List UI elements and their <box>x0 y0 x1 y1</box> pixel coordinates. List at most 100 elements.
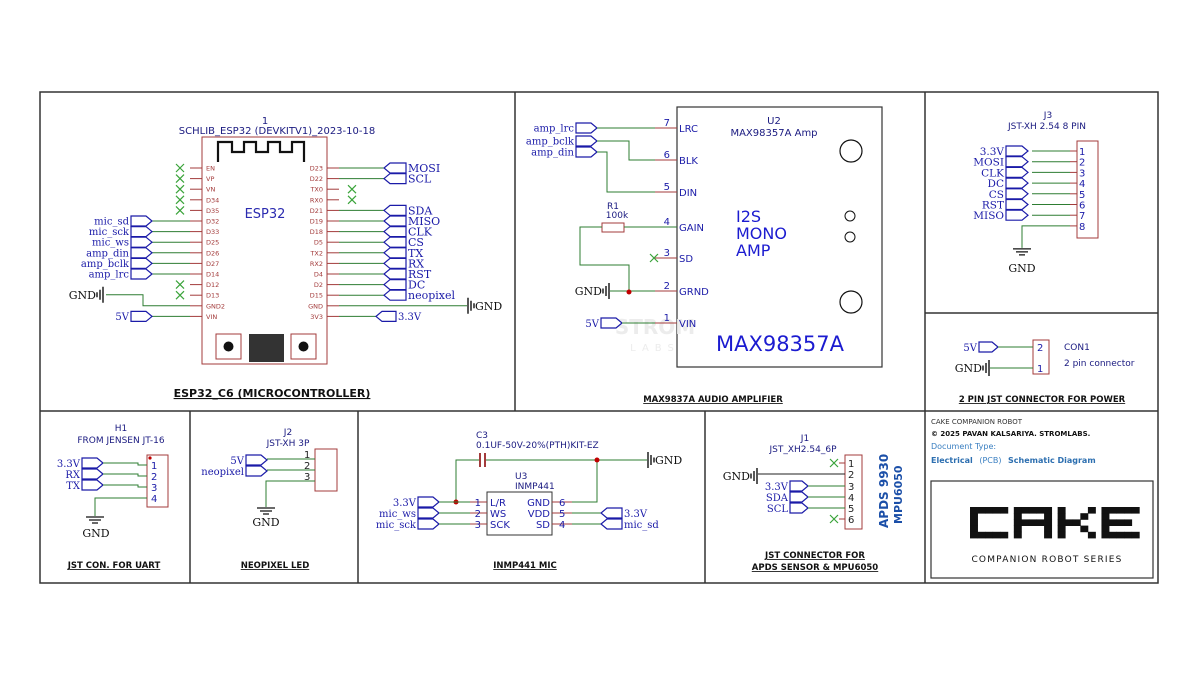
logo-pixel <box>1101 513 1110 520</box>
net-label-MOSI: MOSI <box>408 162 440 175</box>
logo-pixel <box>1057 525 1066 533</box>
esp32-left-pins: ENVPVND34D35D32mic_sdD33mic_sckD25mic_ws… <box>69 163 225 323</box>
logo-pixel <box>992 507 1001 514</box>
j3-pin-3: 3 <box>1079 168 1085 179</box>
esp32-pin-d21: D21 <box>310 207 323 215</box>
amp-ground-icon <box>602 283 610 299</box>
j3-ground-icon <box>1013 248 1031 256</box>
amp-watermark-2: LABS <box>630 343 680 354</box>
amp-section-title: MAX9837A AUDIO AMPLIFIER <box>643 395 783 405</box>
j2-gnd-label: GND <box>252 516 279 529</box>
wire-h1-3.3V <box>103 462 147 466</box>
net-5v-flag <box>600 317 623 329</box>
h1-connector[interactable] <box>146 454 169 508</box>
j3-section: J3 JST-XH 2.54 8 PIN 13.3V2MOSI3CLK4DC5C… <box>973 111 1099 275</box>
net-label-SDA: SDA <box>766 493 789 504</box>
net-5V-flag <box>130 310 153 322</box>
j3-connector[interactable] <box>1076 140 1099 239</box>
junction-dot <box>626 289 632 295</box>
amp-body[interactable] <box>676 106 883 368</box>
logo-pixel <box>1021 507 1030 514</box>
h1-pin1-marker <box>148 456 152 460</box>
esp32-pin-d12: D12 <box>206 281 219 289</box>
amp-section: U2 MAX98357A Amp I2S MONO AMP STROM LABS… <box>526 106 883 405</box>
amp-ref: U2 <box>767 116 781 127</box>
reset-button-dot <box>298 341 309 352</box>
esp32-body[interactable] <box>201 136 328 365</box>
net-label-3.3V: 3.3V <box>57 459 81 470</box>
esp32-pin-d35: D35 <box>206 207 219 215</box>
net-mic_sd-flag <box>600 518 623 530</box>
title-block: CAKE COMPANION ROBOT © 2025 PAVAN KALSAR… <box>930 418 1154 579</box>
wire-j3-gnd <box>1021 225 1070 248</box>
amp-pin-sd: SD <box>679 254 693 265</box>
amp-body-line3: AMP <box>736 241 771 260</box>
logo-pixel <box>1028 507 1037 514</box>
esp32-pin-d2: D2 <box>314 281 323 289</box>
logo-pixel <box>1036 519 1045 526</box>
wire-h1-gnd <box>94 497 147 516</box>
esp32-vn-nc-icon <box>175 184 185 194</box>
net-RST-flag <box>1005 198 1029 211</box>
j1-ground-icon <box>750 468 758 484</box>
h1-value: FROM JENSEN JT-16 <box>77 436 165 446</box>
amp-pin-num-1: 1 <box>664 313 670 324</box>
logo-pixel <box>1013 525 1022 533</box>
net-label-3.3V: 3.3V <box>765 482 789 493</box>
esp32-pin-d27: D27 <box>206 260 219 268</box>
logo-pixel <box>977 507 986 514</box>
net-amp_lrc-flag <box>130 268 153 280</box>
esp32-pin-gnd2: GND2 <box>206 302 225 310</box>
net-mic_sck-flag <box>417 518 440 530</box>
logo-pixel <box>1109 531 1117 539</box>
esp32-pin-d19: D19 <box>310 218 323 226</box>
amp-big-label: MAX98357A <box>716 332 845 356</box>
net-label-amp_bclk: amp_bclk <box>526 137 575 148</box>
j3-ref: J3 <box>1043 111 1052 121</box>
wire-amp_bclk <box>597 140 655 161</box>
con1-pin-2: 2 <box>1037 343 1043 354</box>
mic-pin-sck: SCK <box>490 520 510 531</box>
amp-pin-gain: GAIN <box>679 223 704 234</box>
j1-connector[interactable] <box>844 454 863 530</box>
esp32-pin-d33: D33 <box>206 228 219 236</box>
j2-section-title: NEOPIXEL LED <box>241 561 310 571</box>
esp32-d34-nc-icon <box>175 195 185 205</box>
amp-sd-nc-icon <box>649 253 659 263</box>
wire-gnd-pin6 <box>572 460 598 503</box>
net-label-CLK: CLK <box>981 167 1004 179</box>
net-SDA-flag <box>383 204 407 216</box>
net-amp_bclk-flag <box>130 257 153 269</box>
net-label-mic_sd: mic_sd <box>94 217 129 228</box>
mic-ground-icon <box>647 452 655 468</box>
net-label-5v: 5V <box>963 343 977 354</box>
j1-pin6-nc-icon <box>829 514 839 524</box>
amp-gnd-label: GND <box>575 285 602 298</box>
net-3.3V-flag <box>600 507 623 519</box>
resistor-r1[interactable] <box>601 222 625 233</box>
logo-pixel <box>1101 531 1110 539</box>
con1-connector[interactable] <box>1032 339 1050 375</box>
net-DC-flag <box>383 279 407 291</box>
net-label-SCL: SCL <box>408 173 432 186</box>
net-label-CS: CS <box>989 189 1004 201</box>
mic-body[interactable] <box>486 491 553 536</box>
logo-pixel <box>1013 519 1022 526</box>
logo-pixel <box>970 513 978 520</box>
net-label-neopixel: neopixel <box>408 289 455 302</box>
j2-connector[interactable] <box>314 448 338 492</box>
net-3.3V-flag <box>81 457 104 469</box>
esp32-pin-d26: D26 <box>206 249 219 257</box>
doc-type-a: Electrical <box>931 456 973 465</box>
esp32-pin-d25: D25 <box>206 239 219 247</box>
resistor-value: 100k <box>606 211 629 221</box>
mic-section: C3 0.1UF-50V-20%(PTH)KIT-EZ GND U3 INMP4… <box>376 431 682 571</box>
net-label-SDA: SDA <box>408 204 433 217</box>
esp32-d12-nc-icon <box>175 280 185 290</box>
net-label-TX: TX <box>408 247 423 260</box>
net-amp_lrc-flag <box>575 122 598 134</box>
con1-section-title: 2 PIN JST CONNECTOR FOR POWER <box>959 395 1126 405</box>
logo-pixel <box>970 525 978 533</box>
